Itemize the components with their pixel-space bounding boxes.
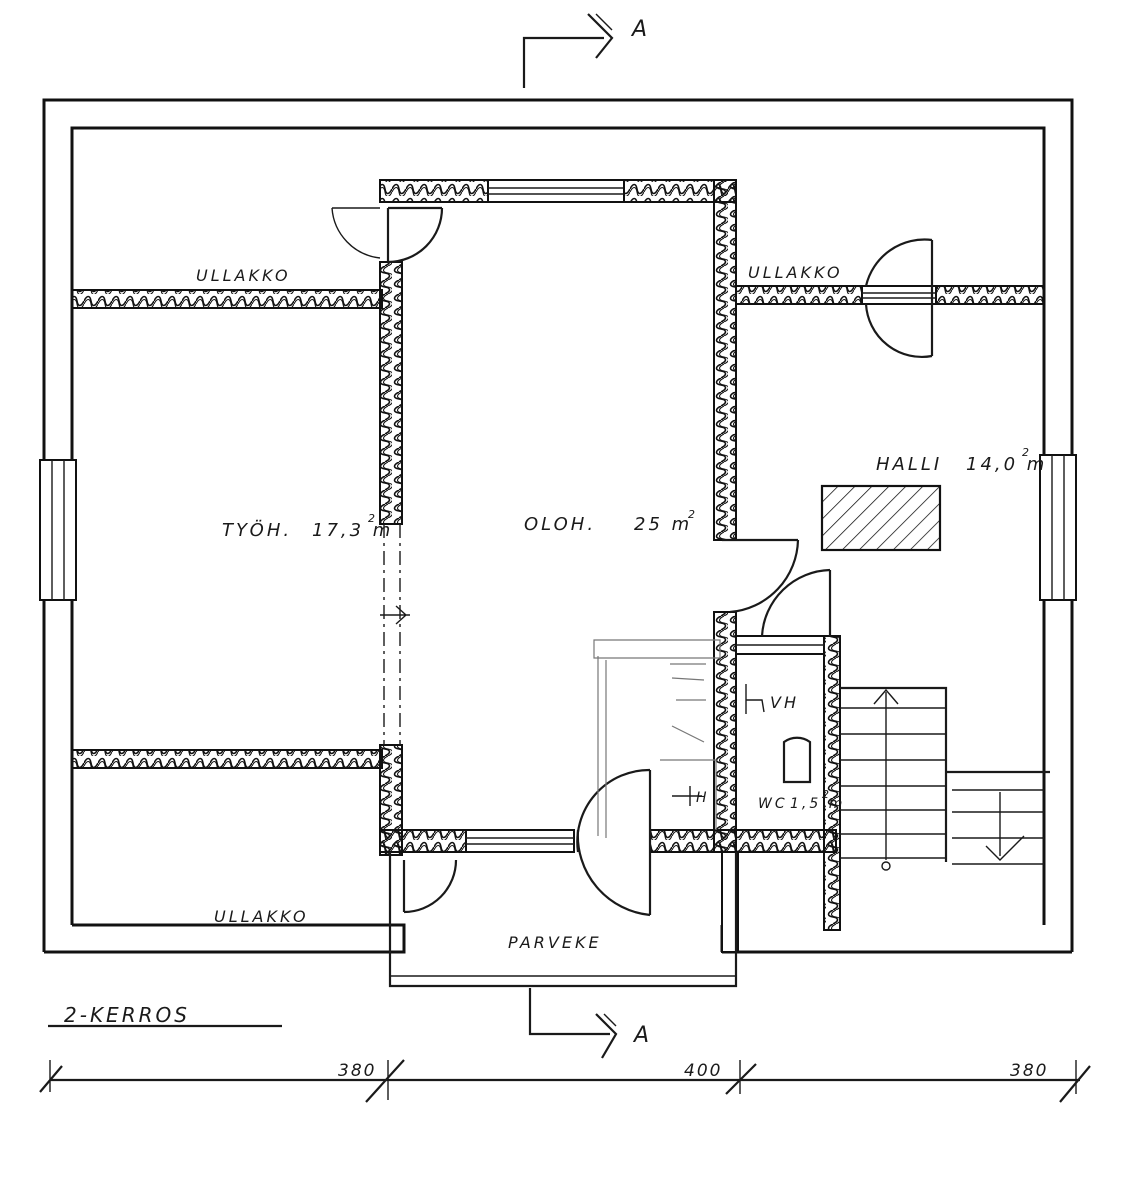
svg-text:WC: WC [758, 796, 788, 812]
svg-text:17,3 m: 17,3 m [312, 520, 393, 541]
section-marker-bottom-label: A [632, 1023, 652, 1048]
wc-label: WC 1,5 m 2 [758, 788, 845, 812]
pencil-sketch [593, 639, 721, 838]
living-room-walls [379, 179, 837, 856]
dimension-line: 380 400 380 [39, 1059, 1091, 1103]
section-marker-top-label: A [630, 17, 650, 42]
living-room-label: OLOH. 25 m 2 [524, 508, 695, 535]
dimension-middle: 400 [684, 1061, 722, 1081]
svg-text:2: 2 [822, 788, 829, 801]
svg-text:OLOH.: OLOH. [524, 514, 596, 535]
balcony-outline [388, 852, 738, 988]
svg-text:2: 2 [688, 508, 695, 521]
svg-text:HALLI: HALLI [876, 454, 942, 475]
doors [331, 206, 934, 917]
section-marker-bottom: A [528, 988, 652, 1059]
attic-top-left-label: ULLAKKO [196, 266, 291, 285]
svg-text:2: 2 [368, 512, 375, 525]
chimney-hatched [820, 484, 942, 552]
svg-text:2-KERROS: 2-KERROS [64, 1003, 190, 1027]
outer-walls [39, 98, 1077, 954]
floor-title: 2-KERROS [48, 1003, 282, 1028]
section-marker-top: A [522, 13, 650, 88]
attic-bottom-left-label: ULLAKKO [214, 907, 309, 926]
vh-label: VH [770, 693, 799, 712]
dimension-right: 380 [1010, 1061, 1048, 1081]
svg-text:25 m: 25 m [634, 514, 692, 535]
svg-text:TYÖH.: TYÖH. [222, 519, 292, 541]
svg-text:2: 2 [1022, 446, 1029, 459]
wc-walls [721, 635, 841, 953]
hall-label: HALLI 14,0 m 2 [876, 446, 1047, 475]
stairs [840, 686, 1050, 871]
dimension-left: 380 [338, 1061, 376, 1081]
wc-fixtures [672, 684, 812, 806]
h-label: H [696, 790, 710, 806]
attic-top-right-label: ULLAKKO [748, 263, 843, 282]
svg-text:1,5 m: 1,5 m [790, 796, 845, 812]
knee-walls [71, 285, 1045, 769]
balcony-label: PARVEKE [508, 933, 602, 952]
work-room-label: TYÖH. 17,3 m 2 [222, 512, 393, 541]
svg-text:14,0 m: 14,0 m [966, 454, 1047, 475]
